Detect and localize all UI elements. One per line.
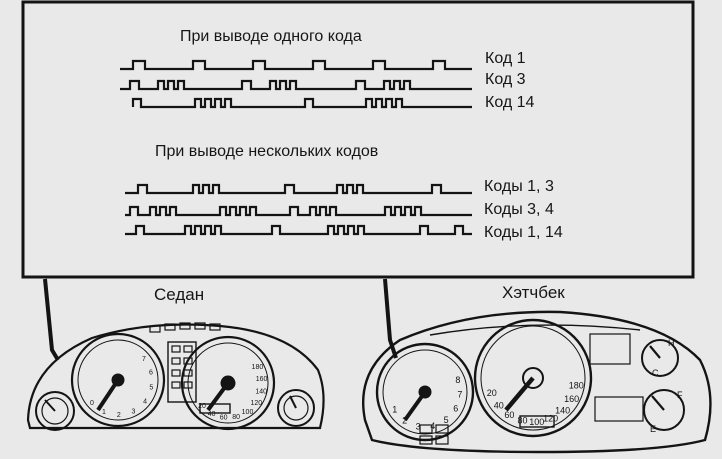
waveform-code-14	[131, 97, 472, 109]
hatch-odometer	[519, 415, 555, 428]
waveform-codes-3-4	[125, 205, 472, 217]
hatch-leader	[383, 278, 398, 359]
hatch-speedo-mark-7: 160	[564, 394, 579, 404]
hatch-tach-mark-7: 8	[455, 375, 460, 385]
hatch-fuel-gauge	[643, 389, 685, 431]
sedan-speedo-mark-8: 180	[252, 364, 264, 371]
waveform-code-3	[120, 79, 472, 91]
sedan-tach-mark-1: 1	[102, 409, 106, 416]
hatch-tach-mark-2: 3	[416, 421, 421, 431]
sedan-odometer	[199, 403, 231, 414]
waveform-codes-1-3	[125, 183, 472, 195]
sedan-speedo-mark-7: 160	[256, 376, 268, 383]
hatch-temp-gauge	[641, 339, 679, 377]
code-14-label: Код 14	[485, 94, 535, 111]
hatch-aux-mark-0: H	[668, 338, 675, 348]
waveform-code-1	[120, 59, 472, 71]
hatch-aux-mark-2: F	[677, 390, 683, 400]
hatch-tach-mark-3: 4	[430, 421, 435, 431]
waveform-codes-1-14	[125, 224, 472, 236]
hatch-cluster	[362, 310, 712, 454]
hatch-speedo-mark-5: 120	[543, 413, 558, 423]
codes-1-14-label: Коды 1, 14	[484, 224, 563, 241]
code-box	[21, 0, 695, 279]
sedan-leader	[43, 278, 60, 362]
sedan-speedo-mark-0: 20	[198, 403, 206, 410]
hatch-speedo-mark-3: 80	[517, 416, 527, 426]
hatch-tachometer	[375, 342, 475, 442]
hatch-speedo-mark-8: 180	[569, 381, 584, 391]
hatch-aux-mark-1: C	[652, 368, 659, 378]
sedan-tachometer	[70, 332, 166, 428]
sedan-left-gauge	[35, 391, 75, 431]
code-3-label: Код 3	[485, 71, 526, 88]
hatch-tach-mark-1: 2	[402, 415, 407, 425]
sedan-tach-mark-7: 7	[142, 356, 146, 363]
code-1-label: Код 1	[485, 50, 526, 67]
waveforms	[120, 59, 472, 236]
sedan-speedo-mark-6: 140	[255, 388, 267, 395]
hatch-indicator-panel	[589, 333, 631, 365]
sedan-speedometer	[180, 335, 276, 431]
hatch-speedo-mark-0: 20	[487, 388, 497, 398]
sedan-right-gauge	[277, 389, 315, 427]
codes-3-4-label: Коды 3, 4	[484, 201, 554, 218]
hatch-speedometer	[473, 318, 593, 438]
hatch-speedo-mark-6: 140	[555, 405, 570, 415]
sedan-speedo-mark-5: 120	[250, 400, 262, 407]
sedan-speedo-mark-4: 100	[242, 409, 254, 416]
codes-1-3-label: Коды 1, 3	[484, 178, 554, 195]
hatch-speedo-mark-1: 40	[494, 401, 504, 411]
hatch-tach-mark-4: 5	[444, 415, 449, 425]
sedan-tach-mark-0: 0	[90, 400, 94, 407]
sedan-cluster	[26, 322, 325, 431]
sedan-tach-mark-2: 2	[117, 412, 121, 419]
sedan-tach-mark-6: 6	[149, 370, 153, 377]
sedan-tach-mark-3: 3	[132, 408, 136, 415]
hatch-tach-mark-5: 6	[453, 404, 458, 414]
hatch-tach-mark-0: 1	[392, 405, 397, 415]
sedan-tach-mark-5: 5	[149, 385, 153, 392]
sedan-label: Седан	[154, 285, 205, 304]
sedan-speedo-mark-1: 40	[208, 411, 216, 418]
sedan-speedo-mark-2: 60	[220, 415, 228, 422]
single-code-header: При выводе одного кода	[180, 28, 362, 45]
hatch-tach-mark-6: 7	[457, 390, 462, 400]
hatch-speedo-mark-2: 60	[504, 410, 514, 420]
multiple-codes-header: При выводе нескольких кодов	[155, 143, 379, 160]
hatch-aux-mark-3: E	[650, 424, 656, 434]
sedan-tach-mark-4: 4	[143, 399, 147, 406]
hatch-speedo-mark-4: 100	[529, 417, 544, 427]
sedan-indicator-panel	[167, 341, 197, 403]
sedan-speedo-mark-3: 80	[232, 414, 240, 421]
hatch-housing	[362, 310, 712, 454]
hatchback-label: Хэтчбек	[502, 283, 565, 302]
